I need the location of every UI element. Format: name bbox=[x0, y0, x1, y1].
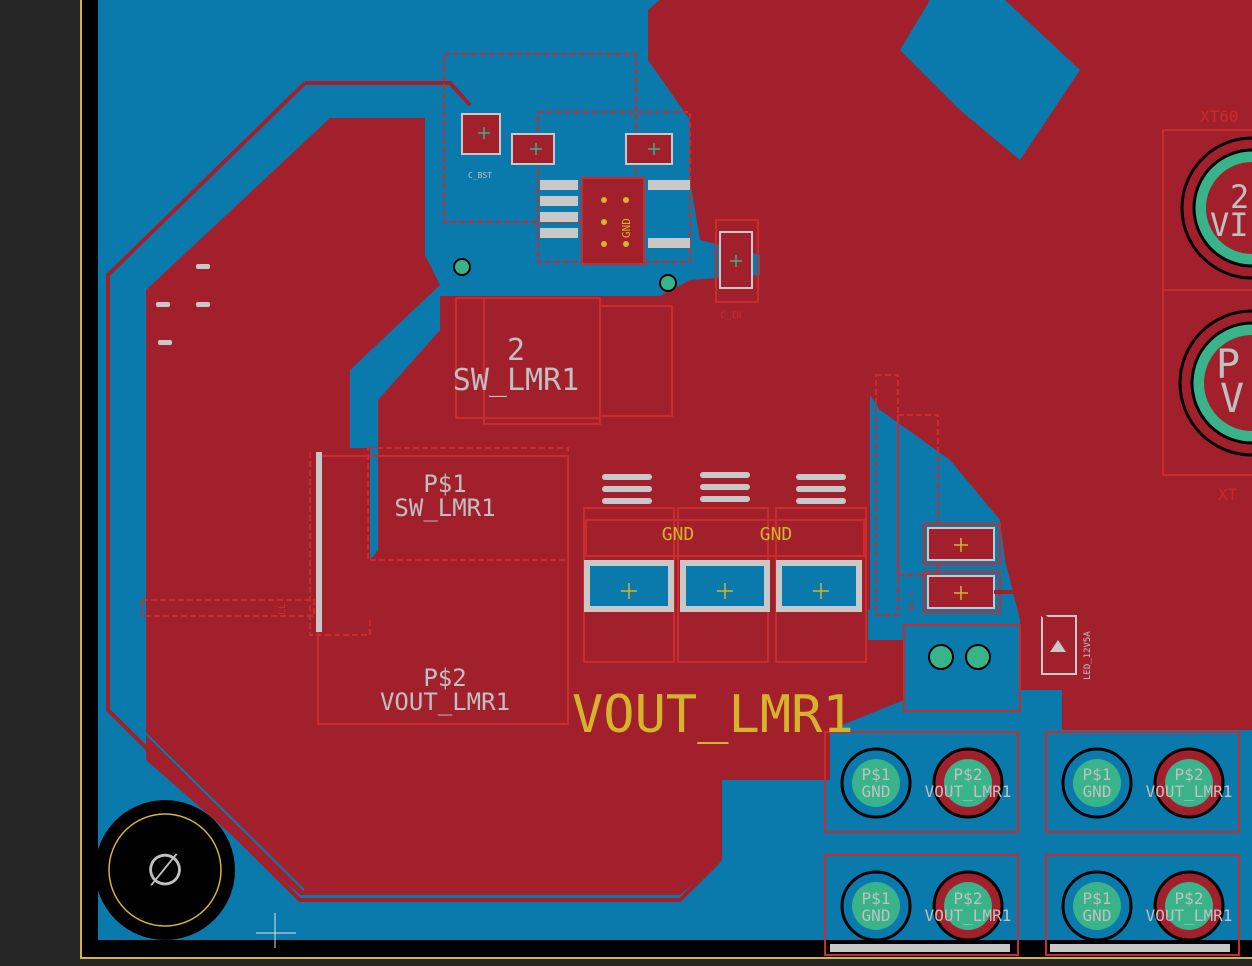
terminal-block-3[interactable] bbox=[840, 870, 1004, 942]
tb1-p2: P$2 bbox=[954, 765, 983, 784]
xt60-p-label: P bbox=[1216, 342, 1240, 388]
tb1-vout: VOUT_LMR1 bbox=[925, 782, 1012, 801]
pad-crosses bbox=[621, 583, 829, 599]
xt60-connector[interactable] bbox=[1178, 136, 1252, 457]
tb4-p2: P$2 bbox=[1175, 889, 1204, 908]
tb3-p1: P$1 bbox=[862, 889, 891, 908]
tb3-gnd: GND bbox=[862, 906, 891, 925]
right-cap-crosses bbox=[954, 538, 968, 600]
cap-ref-left: LL bbox=[277, 603, 288, 615]
via-array bbox=[602, 472, 846, 504]
sw-pin-number: 2 bbox=[507, 333, 525, 368]
copper-trace-loop bbox=[106, 81, 722, 902]
silkscreen-outlines bbox=[317, 129, 1252, 956]
xt60-ref-bottom: XT bbox=[1218, 485, 1238, 504]
vout-big-label: VOUT_LMR1 bbox=[572, 685, 854, 745]
copper-pour-right bbox=[648, 0, 1252, 730]
smd-cap-group-top[interactable] bbox=[461, 113, 753, 289]
copper-pour-main bbox=[146, 118, 904, 895]
xt60-v-label: V bbox=[1220, 376, 1244, 422]
led-ref-label: LED_12V5A bbox=[1083, 631, 1093, 680]
p2-net-label: VOUT_LMR1 bbox=[380, 688, 510, 716]
tb1-p1: P$1 bbox=[862, 765, 891, 784]
terminal-block-2[interactable] bbox=[1061, 747, 1225, 819]
tb2-p2: P$2 bbox=[1175, 765, 1204, 784]
gnd-label-1: GND bbox=[662, 524, 695, 545]
tb2-p1: P$1 bbox=[1083, 765, 1112, 784]
board-left-border bbox=[82, 0, 98, 956]
misc-ref-label: BL_C bbox=[907, 591, 916, 610]
tb2-gnd: GND bbox=[1083, 782, 1112, 801]
tb4-p1: P$1 bbox=[1083, 889, 1112, 908]
smd-cap-group-right[interactable] bbox=[927, 527, 1077, 675]
gnd-label-2: GND bbox=[760, 524, 793, 545]
xt60-vi-label: VI bbox=[1210, 206, 1249, 244]
terminal-silk-bars bbox=[830, 944, 1230, 952]
cap-crosses bbox=[478, 127, 742, 267]
mounting-hole-ring bbox=[108, 813, 222, 927]
copper-clearance-wedge bbox=[900, 0, 1080, 160]
labels-layer: 2 SW_LMR1 P$1 SW_LMR1 P$2 VOUT_LMR1 VOUT… bbox=[277, 107, 1249, 925]
copper-pour-center bbox=[370, 275, 870, 610]
copper-trace-loop-inner bbox=[117, 91, 313, 891]
p1-net-label: SW_LMR1 bbox=[394, 494, 495, 522]
ic-package[interactable] bbox=[540, 177, 690, 265]
cap-ref-small: C_IN bbox=[720, 311, 742, 321]
smd-pads-inner bbox=[590, 566, 856, 606]
tb1-gnd: GND bbox=[862, 782, 891, 801]
tb3-p2: P$2 bbox=[954, 889, 983, 908]
xt60-pin-2: 2 bbox=[1230, 178, 1249, 216]
xt60-ref-top: XT60 bbox=[1200, 107, 1239, 126]
tb2-vout: VOUT_LMR1 bbox=[1146, 782, 1233, 801]
terminal-block-1[interactable] bbox=[840, 747, 1004, 819]
tb4-gnd: GND bbox=[1083, 906, 1112, 925]
mounting-hole-symbol: ∅ bbox=[146, 845, 184, 896]
sw-net-label: SW_LMR1 bbox=[453, 363, 579, 398]
p1-pin-label: P$1 bbox=[423, 470, 466, 498]
led-trace bbox=[994, 590, 1062, 634]
ic-gnd-label: GND bbox=[620, 218, 633, 238]
isolated-pads bbox=[156, 264, 210, 345]
small-vias bbox=[453, 258, 677, 292]
tb3-vout: VOUT_LMR1 bbox=[925, 906, 1012, 925]
terminal-block-4[interactable] bbox=[1061, 870, 1225, 942]
cap-ref-top: C_BST bbox=[468, 171, 492, 180]
mounting-hole-icon[interactable] bbox=[95, 800, 235, 940]
p2-pin-label: P$2 bbox=[423, 664, 466, 692]
crosshair-cursor-icon bbox=[256, 913, 296, 948]
tb4-vout: VOUT_LMR1 bbox=[1146, 906, 1233, 925]
